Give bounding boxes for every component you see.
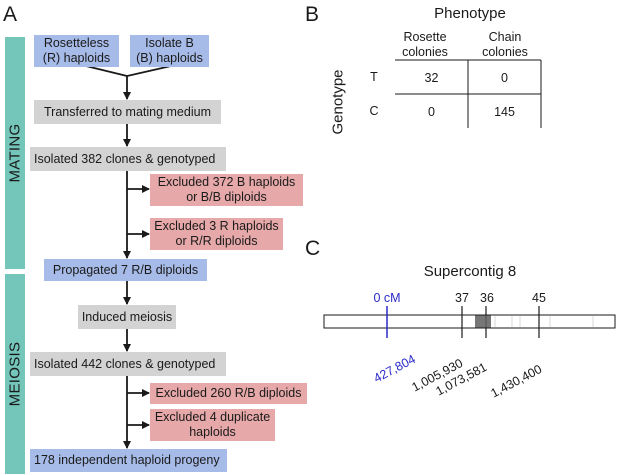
mating-sidebar: MATING: [5, 37, 25, 269]
cm-label-36: 36: [480, 291, 494, 305]
cell-t-rosette: 32: [424, 70, 439, 85]
cm-label-37: 37: [455, 291, 469, 305]
cell-c-rosette: 0: [428, 104, 435, 119]
panel-label-b: B: [305, 3, 320, 26]
cm-label-0: 0 cM: [373, 291, 401, 305]
excluded-3-box: Excluded 3 R haploids or R/R diploids: [150, 218, 283, 250]
cell-c-chain: 145: [494, 104, 515, 119]
column-header-rosette: Rosette colonies: [402, 30, 448, 59]
faint-bands: [494, 316, 594, 327]
row-label-c: C: [369, 104, 379, 118]
marker-cluster: [475, 315, 491, 328]
column-header-chain: Chain colonies: [482, 30, 528, 59]
panel-label-a: A: [3, 3, 18, 26]
progeny-box: 178 independent haploid progeny: [30, 449, 227, 472]
isolate-b-haploids-box: Isolate B (B) haploids: [130, 35, 209, 67]
supercontig-title: Supercontig 8: [423, 263, 517, 280]
meiosis-sidebar: MEIOSIS: [5, 274, 25, 474]
panel-label-c: C: [305, 237, 321, 260]
induced-meiosis-box: Induced meiosis: [78, 305, 176, 329]
excluded-372-box: Excluded 372 B haploids or B/B diploids: [150, 174, 303, 206]
cell-t-chain: 0: [501, 70, 508, 85]
phenotype-title: Phenotype: [434, 5, 506, 22]
rosetteless-haploids-box: Rosetteless (R) haploids: [34, 35, 119, 67]
chromosome-bar: [323, 314, 616, 329]
isolated-382-box: Isolated 382 clones & genotyped: [30, 147, 226, 171]
propagated-box: Propagated 7 R/B diploids: [44, 259, 207, 281]
excluded-4-box: Excluded 4 duplicate haploids: [150, 409, 275, 441]
row-label-t: T: [370, 70, 378, 84]
isolated-442-box: Isolated 442 clones & genotyped: [30, 352, 226, 376]
excluded-260-box: Excluded 260 R/B diploids: [150, 383, 307, 404]
cm-label-45: 45: [532, 291, 546, 305]
transferred-box: Transferred to mating medium: [34, 100, 221, 124]
